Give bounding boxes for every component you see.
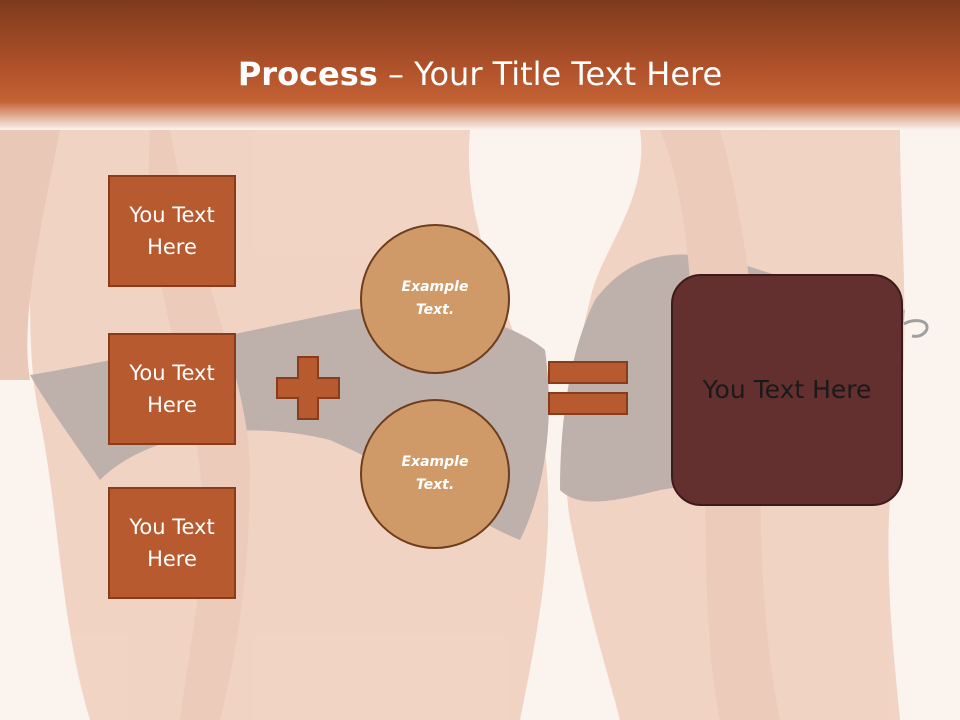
result-box[interactable]: You Text Here <box>671 274 903 506</box>
example-circle-1-label: Example Text. <box>401 279 469 318</box>
slide-title: Process – Your Title Text Here <box>0 52 960 96</box>
rotate-handle-icon[interactable] <box>902 316 930 342</box>
left-box-2-label: You Text Here <box>129 361 215 417</box>
left-box-3[interactable]: You Text Here <box>108 487 236 599</box>
title-rest-part: – Your Title Text Here <box>377 55 723 93</box>
left-box-1[interactable]: You Text Here <box>108 175 236 287</box>
header-bar <box>0 0 960 130</box>
example-circle-1[interactable]: Example Text. <box>360 224 510 374</box>
left-box-2[interactable]: You Text Here <box>108 333 236 445</box>
equals-icon <box>548 361 628 415</box>
left-box-1-label: You Text Here <box>129 203 215 259</box>
example-circle-2-label: Example Text. <box>401 454 469 493</box>
plus-icon <box>276 356 340 420</box>
example-circle-2[interactable]: Example Text. <box>360 399 510 549</box>
title-bold-part: Process <box>237 55 378 93</box>
left-box-3-label: You Text Here <box>129 515 215 571</box>
result-box-label: You Text Here <box>702 375 872 404</box>
